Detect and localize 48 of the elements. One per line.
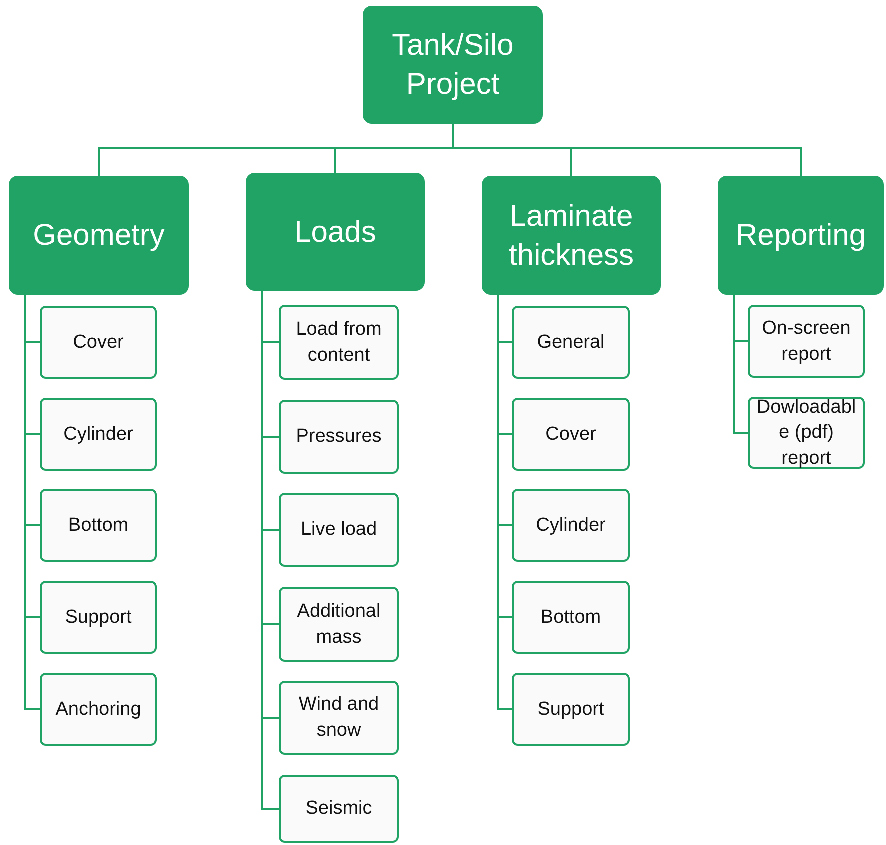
item-box [279,587,399,662]
category-box [482,176,661,295]
connector-line [733,295,748,434]
box-label: Cover [546,422,596,447]
box-label: Cylinder [64,422,134,447]
box-label: On-screen report [761,316,852,366]
category-box [718,176,884,295]
box-label: Geometry [33,218,165,254]
item-box [512,306,630,379]
item-box [40,306,157,379]
box-label: Laminate thickness [508,198,636,274]
item-box [279,305,399,380]
box-label: Live load [300,518,378,542]
item-box [279,400,399,474]
box-label: Bottom [68,514,129,538]
category-box [363,6,543,124]
box-label: Bottom [540,606,602,630]
item-box [748,397,865,469]
box-label: Support [65,606,132,630]
item-box [512,489,630,562]
item-box [748,305,865,378]
connector-line [452,124,802,176]
item-box [40,581,157,654]
box-label: Wind and snow [298,693,380,743]
category-box [246,173,425,291]
item-box [279,681,399,755]
item-box [512,581,630,654]
box-label: Tank/Silo Project [391,28,515,103]
box-label: General [537,330,605,355]
box-label: Cover [73,330,124,355]
box-label: Support [538,698,604,722]
item-box [512,398,630,471]
item-box [40,489,157,562]
item-box [512,673,630,746]
box-label: Seismic [306,797,372,822]
box-label: Additional mass [296,600,382,650]
box-label: Anchoring [56,698,142,722]
box-label: Loads [294,214,376,250]
item-box [40,673,157,746]
box-label: Pressures [296,425,382,450]
item-box [279,775,399,843]
item-box [40,398,157,471]
category-box [9,176,189,295]
box-label: Cylinder [536,514,606,538]
box-label: Reporting [736,218,866,254]
item-box [279,493,399,567]
box-label: Load from content [295,318,383,368]
box-label: Dowloadable (pdf) report [756,396,858,471]
